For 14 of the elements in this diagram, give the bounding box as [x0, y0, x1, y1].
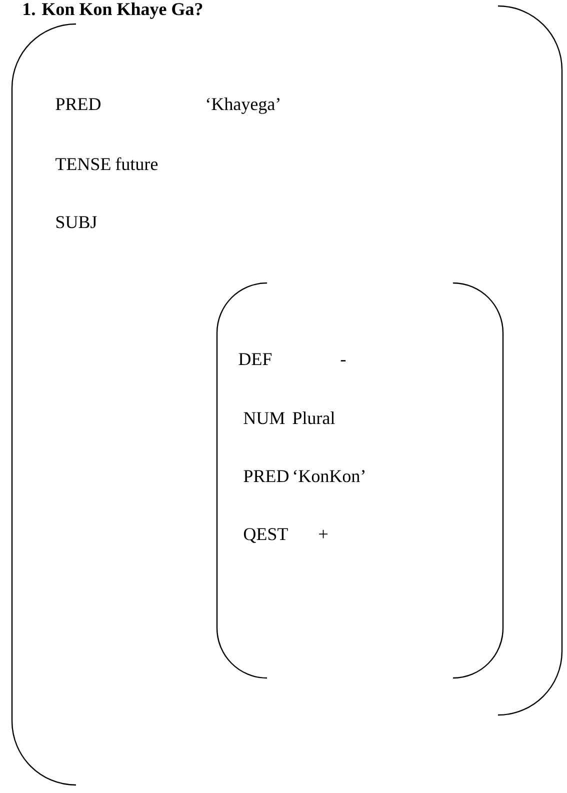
feature-name: TENSE	[56, 158, 110, 170]
feature-name: SUBJ	[56, 216, 97, 228]
feature-value: +	[319, 530, 328, 538]
feature-value: -	[340, 360, 346, 362]
feature-name: PRED	[56, 98, 100, 110]
feature-name: QEST	[244, 528, 288, 543]
feature-value: ‘Khayega’	[206, 98, 280, 114]
feature-name: PRED	[244, 470, 288, 482]
feature-name: DEF	[238, 353, 272, 366]
title: 1. Kon Kon Khaye Ga?	[24, 2, 202, 19]
feature-value: future	[116, 157, 158, 170]
feature-name: NUM	[244, 412, 285, 424]
feature-value: Plural	[292, 412, 335, 424]
feature-value: ‘KonKon’	[294, 470, 364, 482]
